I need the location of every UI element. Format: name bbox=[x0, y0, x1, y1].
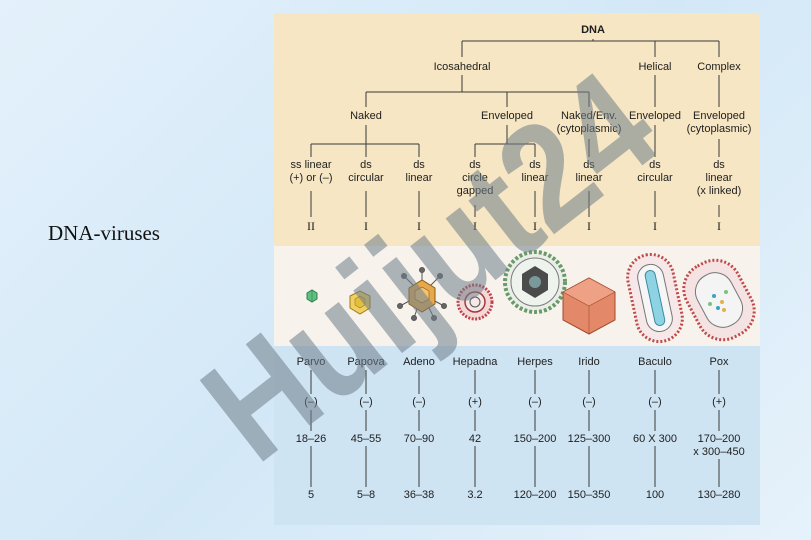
envelope-sign: (–) bbox=[528, 396, 542, 408]
virus-family-name: Parvo bbox=[296, 356, 326, 368]
genome-type-label: ds linear bbox=[521, 159, 549, 184]
baltimore-class-label: I bbox=[587, 219, 591, 233]
genome-type-label: ds linear bbox=[405, 159, 433, 184]
genome-size-kb: 150–350 bbox=[567, 489, 611, 501]
tree-level1-complex: Complex bbox=[697, 61, 741, 73]
baculo-virion-illustration bbox=[626, 252, 684, 344]
baltimore-class-label: I bbox=[653, 219, 657, 233]
tree-level2-enveloped-cytoplasmic: Enveloped (cytoplasmic) bbox=[686, 110, 752, 135]
virus-family-name: Irido bbox=[578, 356, 600, 368]
envelope-sign: (+) bbox=[468, 396, 482, 408]
genome-size-kb: 130–280 bbox=[697, 489, 741, 501]
genome-type-label: ds linear (x linked) bbox=[696, 159, 742, 197]
hepadna-virion-illustration bbox=[456, 283, 494, 321]
envelope-sign: (–) bbox=[648, 396, 662, 408]
tree-level2-enveloped: Enveloped bbox=[481, 110, 533, 122]
pox-virion-illustration bbox=[682, 258, 756, 342]
genome-size-kb: 3.2 bbox=[467, 489, 483, 501]
virion-size-nm: 150–200 bbox=[513, 433, 557, 445]
baltimore-class-label: I bbox=[533, 219, 537, 233]
virion-size-nm: 60 X 300 bbox=[632, 433, 678, 445]
virion-size-nm: 170–200 x 300–450 bbox=[693, 433, 745, 458]
tree-level2-helical-enveloped: Enveloped bbox=[629, 110, 681, 122]
genome-size-kb: 120–200 bbox=[513, 489, 557, 501]
tree-level2-naked-env-cytoplasmic: Naked/Env. (cytoplasmic) bbox=[556, 110, 622, 135]
baltimore-class-label: I bbox=[473, 219, 477, 233]
classification-tree-band bbox=[274, 13, 760, 246]
tree-level1-icosahedral: Icosahedral bbox=[433, 61, 491, 73]
dna-virus-classification-panel: DNA Icosahedral Helical Complex Naked En… bbox=[274, 13, 760, 525]
baltimore-class-label: II bbox=[307, 219, 315, 233]
irido-virion-illustration bbox=[562, 277, 616, 335]
genome-size-kb: 5 bbox=[307, 489, 315, 501]
envelope-sign: (–) bbox=[582, 396, 596, 408]
virion-size-nm: 70–90 bbox=[403, 433, 435, 445]
adeno-virion-illustration bbox=[397, 267, 447, 321]
tree-root-label: DNA bbox=[581, 24, 605, 36]
virus-family-name: Adeno bbox=[403, 356, 435, 368]
genome-type-label: ss linear (+) or (–) bbox=[289, 159, 333, 184]
virus-family-name: Baculo bbox=[638, 356, 672, 368]
virus-family-name: Hepadna bbox=[452, 356, 498, 368]
tree-connector-lines bbox=[310, 39, 720, 487]
virion-size-nm: 42 bbox=[468, 433, 482, 445]
virus-family-name: Papova bbox=[347, 356, 385, 368]
genome-size-kb: 100 bbox=[645, 489, 665, 501]
baltimore-class-label: I bbox=[417, 219, 421, 233]
virus-properties-band bbox=[274, 346, 760, 525]
herpes-virion-illustration bbox=[503, 250, 567, 314]
genome-type-label: ds circular bbox=[348, 159, 384, 184]
virus-family-name: Herpes bbox=[517, 356, 553, 368]
genome-type-label: ds circular bbox=[637, 159, 673, 184]
envelope-sign: (–) bbox=[359, 396, 373, 408]
virion-size-nm: 125–300 bbox=[567, 433, 611, 445]
papova-virion-illustration bbox=[349, 290, 371, 315]
baltimore-class-label: I bbox=[364, 219, 368, 233]
parvo-virion-illustration bbox=[306, 289, 318, 303]
tree-level1-helical: Helical bbox=[638, 61, 672, 73]
genome-size-kb: 5–8 bbox=[356, 489, 376, 501]
genome-size-kb: 36–38 bbox=[403, 489, 435, 501]
envelope-sign: (–) bbox=[304, 396, 318, 408]
virus-family-name: Pox bbox=[709, 356, 729, 368]
baltimore-class-label: I bbox=[717, 219, 721, 233]
genome-type-label: ds linear bbox=[575, 159, 603, 184]
genome-type-label: ds circle gapped bbox=[456, 159, 494, 197]
envelope-sign: (–) bbox=[412, 396, 426, 408]
envelope-sign: (+) bbox=[712, 396, 726, 408]
virion-size-nm: 18–26 bbox=[295, 433, 327, 445]
tree-level2-naked: Naked bbox=[350, 110, 382, 122]
virion-size-nm: 45–55 bbox=[350, 433, 382, 445]
virus-illustrations bbox=[306, 250, 756, 344]
slide-title: DNA-viruses bbox=[48, 221, 160, 245]
